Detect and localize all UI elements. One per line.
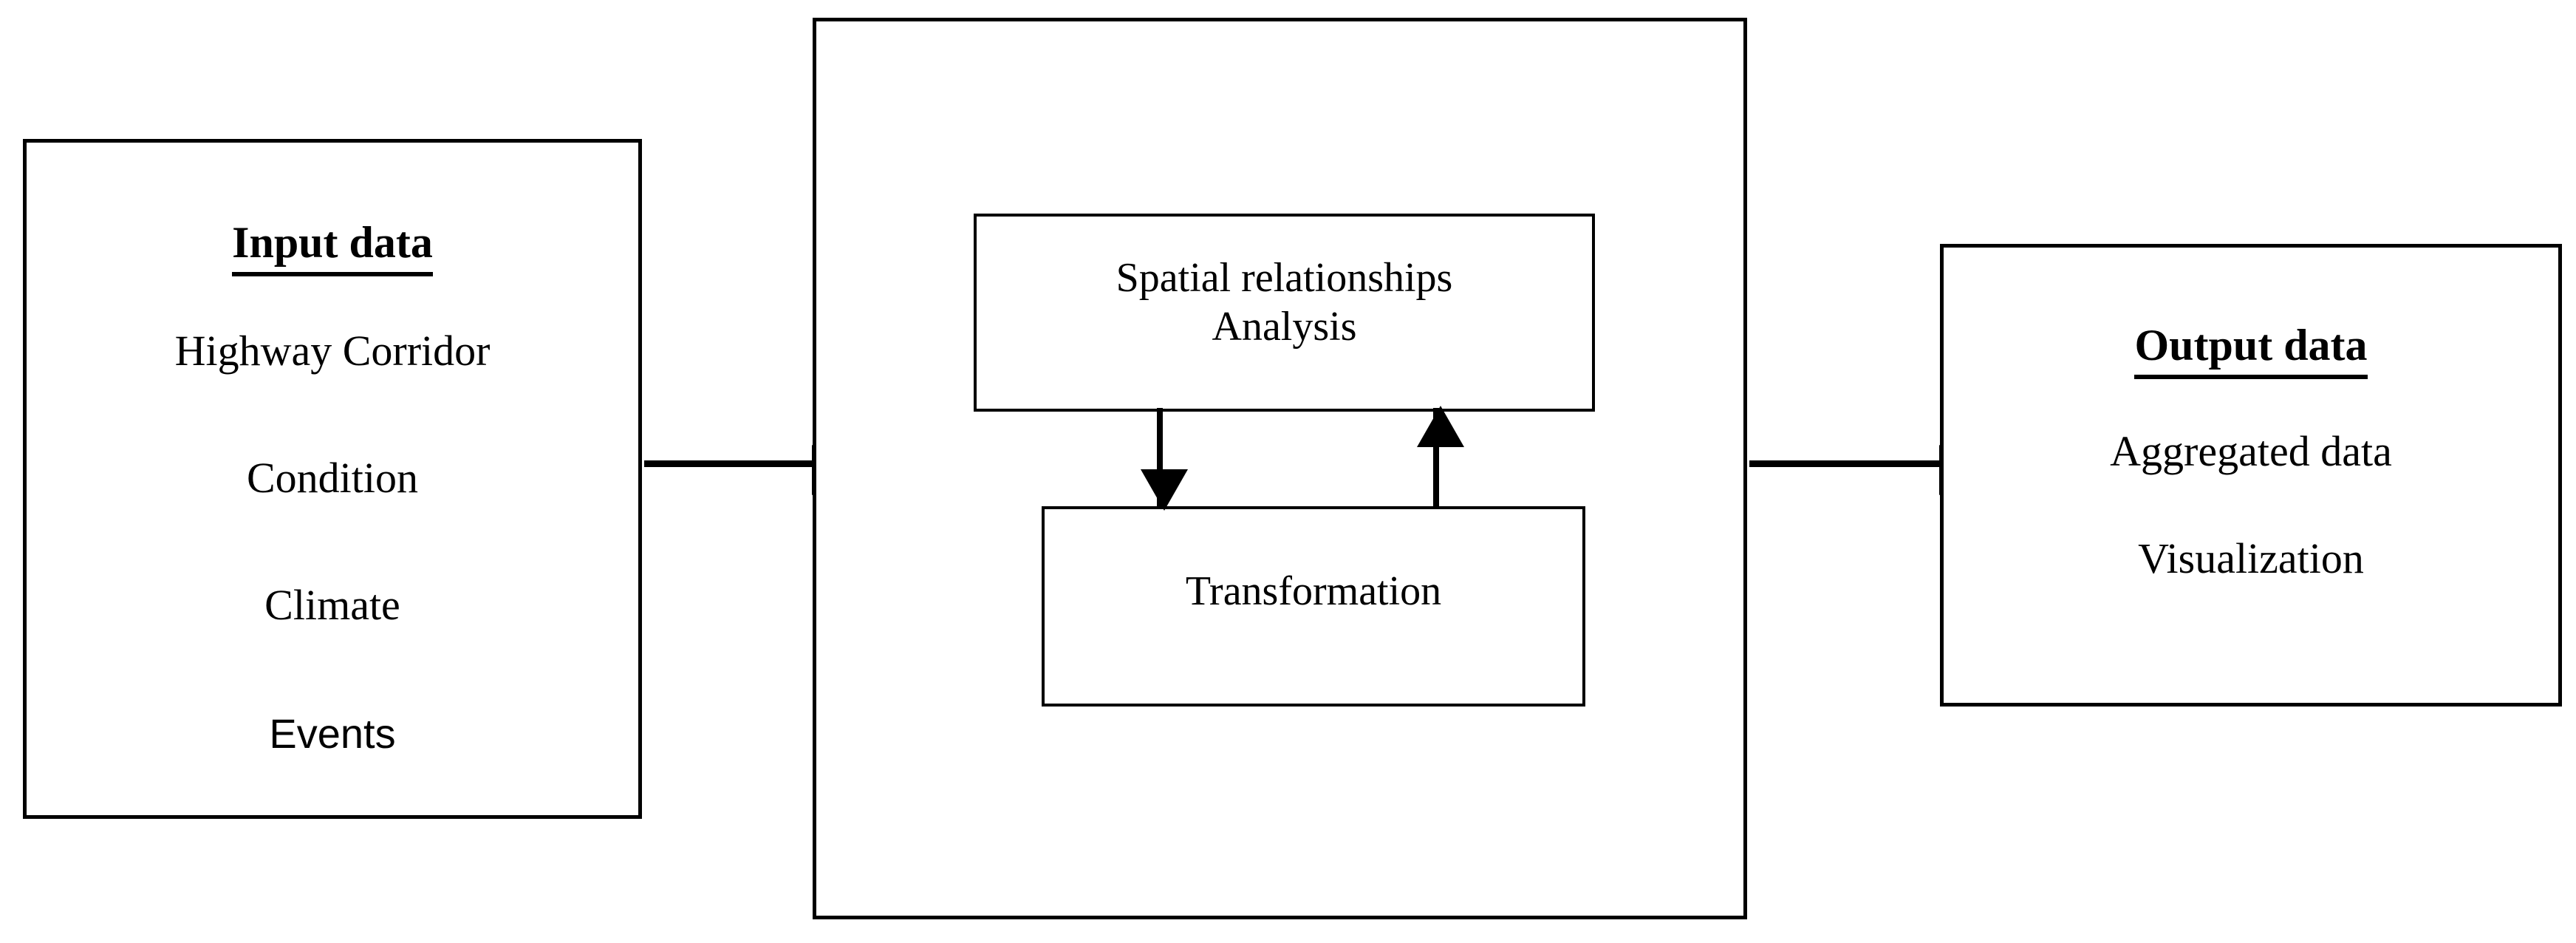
arrowhead-up-icon [1417,406,1464,447]
input-item-events: Events [269,710,396,757]
input-item-condition: Condition [246,454,419,502]
input-data-heading-text: Input data [232,218,433,276]
transformation-label: Transformation [1185,568,1442,614]
input-item-climate: Climate [264,581,400,629]
processing-box [813,18,1747,919]
arrowhead-down-icon [1141,469,1188,511]
spatial-relationships-analysis-box: Spatial relationships Analysis [974,214,1595,412]
input-data-heading: Input data [27,218,638,276]
spatial-label-line-2: Analysis [1212,304,1357,350]
arrow-transformation-to-spatial [1417,406,1464,508]
transformation-box: Transformation [1042,506,1585,707]
output-item-visualization: Visualization [2138,534,2364,582]
spatial-relationships-analysis-label: Spatial relationships Analysis [977,253,1592,351]
output-data-box: Output data Aggregated data Visualizatio… [1940,244,2562,707]
input-item-highway-corridor: Highway Corridor [174,327,491,375]
output-data-heading: Output data [1944,321,2558,379]
arrow-spatial-to-transformation [1141,408,1188,511]
output-data-heading-text: Output data [2134,321,2368,379]
output-item-aggregated-data: Aggregated data [2110,427,2392,475]
spatial-label-line-1: Spatial relationships [1116,255,1453,301]
input-data-box: Input data Highway Corridor Condition Cl… [23,139,642,819]
